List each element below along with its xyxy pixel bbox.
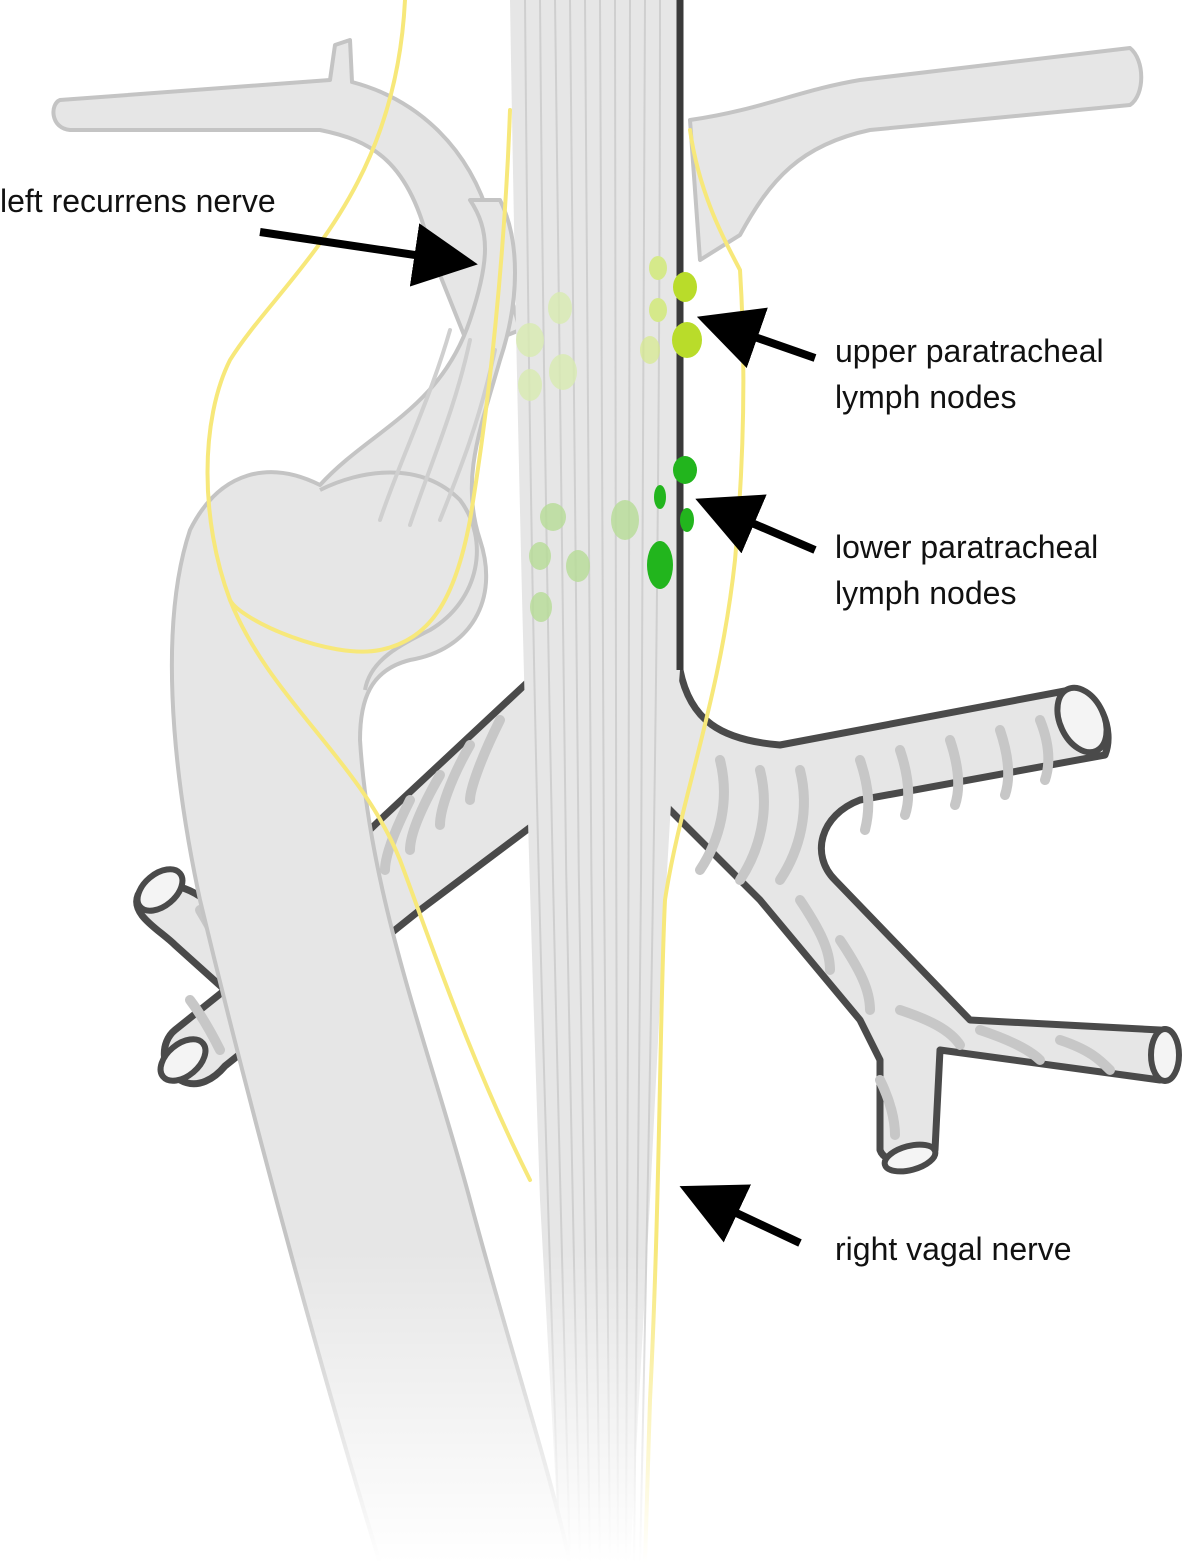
- bottom-fade: [0, 1250, 1184, 1563]
- left-vagal-nerve: [228, 108, 512, 654]
- lower-paratracheal-lymph-nodes: [529, 456, 697, 622]
- left-recurrens-nerve-label: left recurrens nerve: [0, 183, 276, 219]
- right-vagal-nerve: [643, 128, 746, 1563]
- arrow-upper-paratracheal: [696, 307, 817, 369]
- arrows: [259, 223, 817, 1247]
- arrow-left-recurrens: [259, 223, 478, 287]
- aortic-arch: [169, 198, 572, 1563]
- upper-paratracheal-lymph-nodes: [516, 256, 702, 401]
- arrow-right-vagal: [679, 1184, 802, 1247]
- arrow-lower-paratracheal: [695, 494, 817, 554]
- lower-paratracheal-lymph-nodes-label: lower paratracheal lymph nodes: [835, 529, 1099, 611]
- upper-paratracheal-lymph-nodes-label: upper paratracheal lymph nodes: [835, 333, 1104, 415]
- brachiocephalic-vessel: [688, 46, 1144, 262]
- right-main-bronchus: [646, 556, 1182, 1175]
- right-vagal-nerve-label: right vagal nerve: [835, 1231, 1072, 1267]
- nerves: [205, 0, 746, 1563]
